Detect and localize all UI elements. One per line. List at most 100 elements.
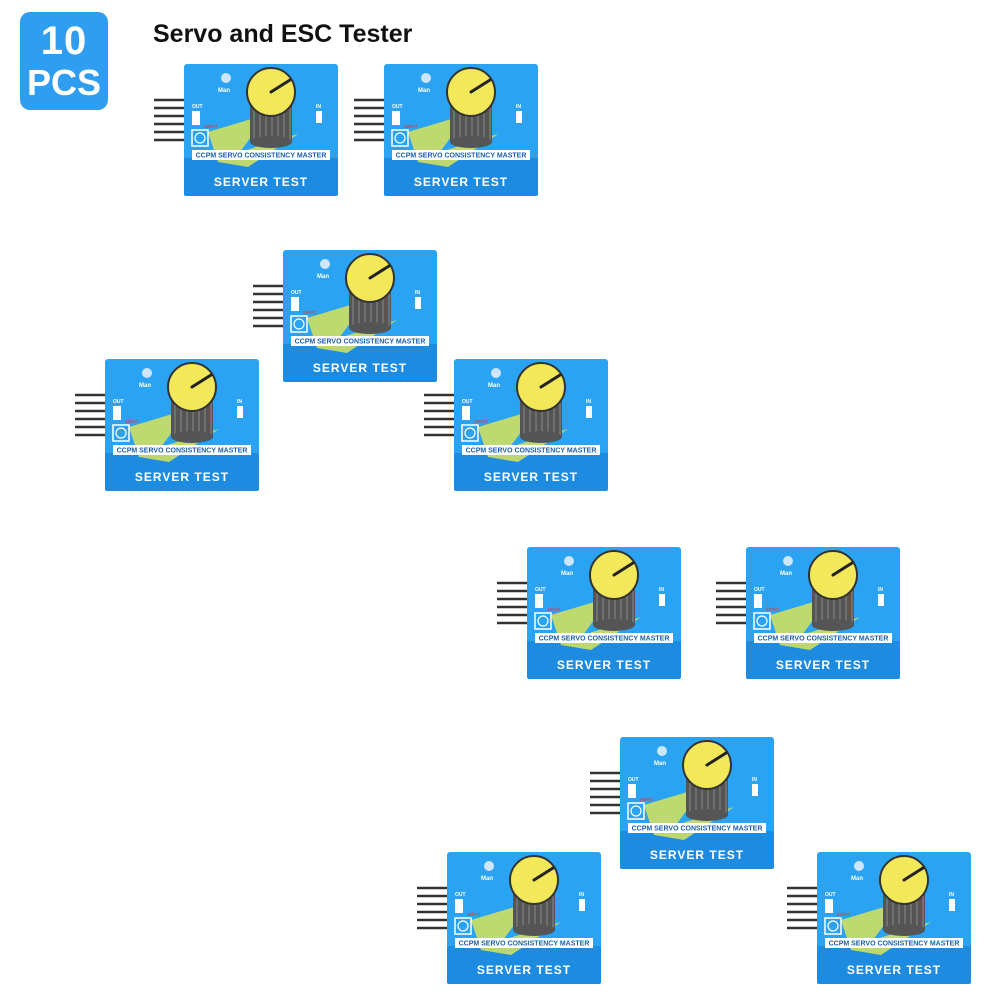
select-button: [191, 129, 209, 147]
servo-pins: [75, 393, 109, 437]
svg-text:select: select: [547, 607, 561, 613]
servo-tester-image: Man OUT IN select CCPM SERVO CONSISTENCY…: [154, 62, 340, 198]
servo-pins: [354, 98, 388, 142]
svg-text:Man: Man: [561, 571, 573, 577]
svg-text:OUT: OUT: [754, 587, 765, 593]
led-indicator: [854, 861, 864, 871]
servo-pins: [787, 886, 821, 930]
device-label-bottom: SERVER TEST: [776, 658, 870, 672]
svg-text:select: select: [404, 124, 418, 130]
select-button: [627, 802, 645, 820]
servo-pins: [497, 581, 531, 625]
svg-text:select: select: [467, 912, 481, 918]
select-button: [454, 917, 472, 935]
device-label-top: CCPM SERVO CONSISTENCY MASTER: [632, 826, 763, 833]
svg-text:Man: Man: [218, 88, 230, 94]
led-indicator: [657, 746, 667, 756]
servo-pins: [590, 771, 624, 815]
servo-tester-image: Man OUT IN select CCPM SERVO CONSISTENCY…: [424, 357, 610, 493]
device-label-bottom: SERVER TEST: [650, 848, 744, 862]
svg-text:Man: Man: [780, 571, 792, 577]
device-label-top: CCPM SERVO CONSISTENCY MASTER: [196, 153, 327, 160]
device-label-bottom: SERVER TEST: [557, 658, 651, 672]
servo-tester-image: Man OUT IN select CCPM SERVO CONSISTENCY…: [354, 62, 540, 198]
page-title: Servo and ESC Tester: [153, 20, 413, 48]
svg-text:IN: IN: [316, 104, 321, 110]
servo-pins: [253, 284, 287, 328]
svg-text:IN: IN: [579, 892, 584, 898]
led-indicator: [320, 259, 330, 269]
badge-unit: PCS: [26, 62, 102, 103]
servo-tester-image: Man OUT IN select CCPM SERVO CONSISTENCY…: [417, 850, 603, 986]
badge-count: 10: [40, 19, 88, 63]
select-button: [824, 917, 842, 935]
servo-pins: [716, 581, 750, 625]
led-indicator: [491, 368, 501, 378]
device-label-top: CCPM SERVO CONSISTENCY MASTER: [459, 941, 590, 948]
device-label-bottom: SERVER TEST: [484, 470, 578, 484]
svg-text:select: select: [640, 797, 654, 803]
svg-text:IN: IN: [659, 587, 664, 593]
select-button: [391, 129, 409, 147]
servo-tester-image: Man OUT IN select CCPM SERVO CONSISTENCY…: [75, 357, 261, 493]
svg-text:Man: Man: [418, 88, 430, 94]
device-label-bottom: SERVER TEST: [214, 175, 308, 189]
svg-text:select: select: [766, 607, 780, 613]
svg-text:select: select: [125, 419, 139, 425]
servo-tester-image: Man OUT IN select CCPM SERVO CONSISTENCY…: [716, 545, 902, 681]
device-label-bottom: SERVER TEST: [313, 361, 407, 375]
svg-text:Man: Man: [139, 383, 151, 389]
device-label-bottom: SERVER TEST: [135, 470, 229, 484]
servo-pins: [417, 886, 451, 930]
svg-text:select: select: [204, 124, 218, 130]
led-indicator: [564, 556, 574, 566]
led-indicator: [783, 556, 793, 566]
svg-text:IN: IN: [949, 892, 954, 898]
select-button: [461, 424, 479, 442]
svg-text:IN: IN: [237, 399, 242, 405]
led-indicator: [142, 368, 152, 378]
svg-text:Man: Man: [851, 876, 863, 882]
svg-text:IN: IN: [878, 587, 883, 593]
svg-text:OUT: OUT: [113, 399, 124, 405]
servo-tester-image: Man OUT IN select CCPM SERVO CONSISTENCY…: [253, 248, 439, 384]
select-button: [112, 424, 130, 442]
device-label-top: CCPM SERVO CONSISTENCY MASTER: [829, 941, 960, 948]
led-indicator: [221, 73, 231, 83]
servo-tester-image: Man OUT IN select CCPM SERVO CONSISTENCY…: [787, 850, 973, 986]
svg-text:select: select: [474, 419, 488, 425]
svg-text:Man: Man: [317, 274, 329, 280]
quantity-badge: 10 PCS: [20, 12, 108, 110]
svg-text:IN: IN: [586, 399, 591, 405]
svg-text:OUT: OUT: [455, 892, 466, 898]
select-button: [753, 612, 771, 630]
select-button: [534, 612, 552, 630]
svg-text:Man: Man: [654, 761, 666, 767]
device-label-top: CCPM SERVO CONSISTENCY MASTER: [396, 153, 527, 160]
svg-text:OUT: OUT: [392, 104, 403, 110]
svg-text:OUT: OUT: [535, 587, 546, 593]
device-label-top: CCPM SERVO CONSISTENCY MASTER: [758, 636, 889, 643]
svg-text:Man: Man: [488, 383, 500, 389]
select-button: [290, 315, 308, 333]
svg-text:OUT: OUT: [628, 777, 639, 783]
svg-text:OUT: OUT: [291, 290, 302, 296]
svg-text:OUT: OUT: [462, 399, 473, 405]
svg-text:IN: IN: [415, 290, 420, 296]
led-indicator: [421, 73, 431, 83]
device-label-top: CCPM SERVO CONSISTENCY MASTER: [466, 448, 597, 455]
device-label-bottom: SERVER TEST: [477, 963, 571, 977]
svg-text:select: select: [303, 310, 317, 316]
device-label-top: CCPM SERVO CONSISTENCY MASTER: [295, 339, 426, 346]
device-label-top: CCPM SERVO CONSISTENCY MASTER: [117, 448, 248, 455]
servo-tester-image: Man OUT IN select CCPM SERVO CONSISTENCY…: [590, 735, 776, 871]
svg-text:select: select: [837, 912, 851, 918]
device-label-bottom: SERVER TEST: [414, 175, 508, 189]
svg-text:IN: IN: [516, 104, 521, 110]
servo-pins: [154, 98, 188, 142]
svg-text:IN: IN: [752, 777, 757, 783]
device-label-top: CCPM SERVO CONSISTENCY MASTER: [539, 636, 670, 643]
svg-text:OUT: OUT: [192, 104, 203, 110]
servo-pins: [424, 393, 458, 437]
servo-tester-image: Man OUT IN select CCPM SERVO CONSISTENCY…: [497, 545, 683, 681]
